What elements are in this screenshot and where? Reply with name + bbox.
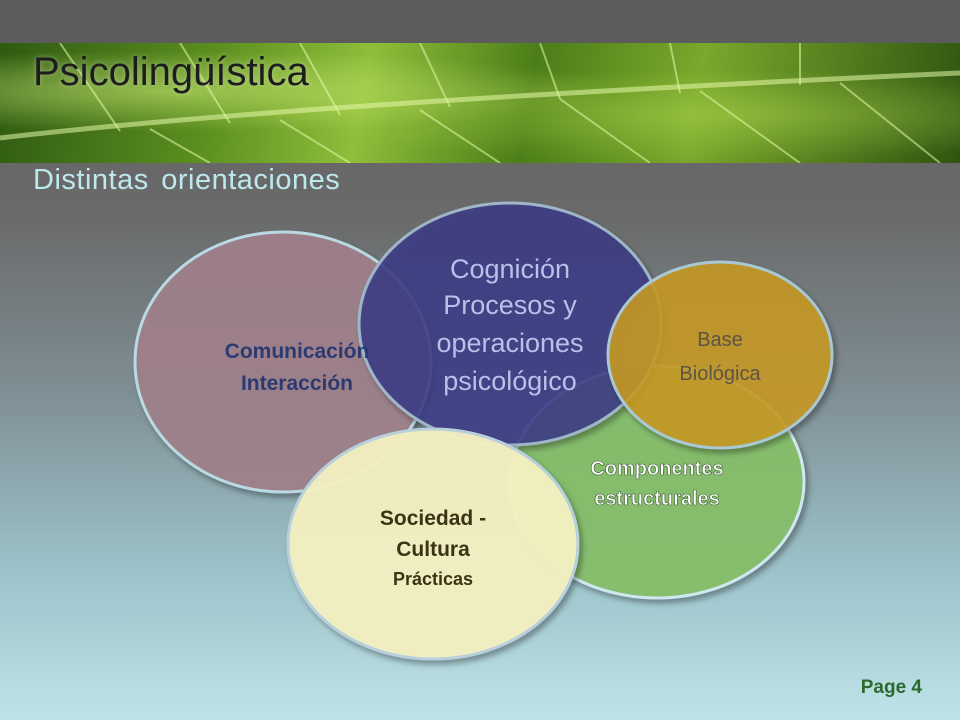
label-sociedad-1: Sociedad - (380, 507, 486, 530)
label-cognicion-4: psicológico (443, 366, 577, 396)
label-cognicion-2: Procesos y (443, 290, 577, 320)
label-sociedad-3: Prácticas (393, 569, 473, 589)
circle-sociedad (286, 427, 580, 661)
label-comunicacion-2: Interacción (241, 372, 353, 395)
label-componentes-1: Componentes (590, 458, 723, 480)
leaf-banner (0, 43, 960, 163)
top-strip (0, 0, 960, 43)
label-cognicion-3: operaciones (436, 328, 583, 358)
label-componentes-2: estructurales (594, 488, 720, 510)
label-base-2: Biológica (679, 363, 761, 385)
slide-subtitle: Distintas orientaciones (33, 164, 341, 196)
label-sociedad-2: Cultura (396, 538, 470, 561)
label-comunicacion-1: Comunicación (225, 340, 370, 363)
slide-title: Psicolingüística (33, 50, 309, 94)
label-base-1: Base (697, 329, 743, 351)
leaf-veins (0, 43, 960, 163)
label-cognicion-1: Cognición (450, 254, 570, 284)
circle-base (606, 260, 834, 450)
page-number: Page 4 (860, 677, 922, 698)
